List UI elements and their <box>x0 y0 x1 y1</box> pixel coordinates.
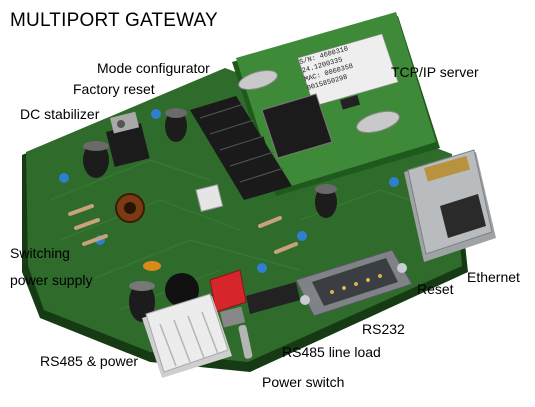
label-ethernet: Ethernet <box>467 269 520 285</box>
label-power-switch: Power switch <box>262 374 345 390</box>
page-title: MULTIPORT GATEWAY <box>10 10 218 31</box>
label-power-supply: power supply <box>10 272 93 288</box>
label-factory-reset: Factory reset <box>73 81 155 97</box>
label-rs485-line-load: RS485 line load <box>282 344 381 360</box>
label-rs485-power: RS485 & power <box>40 353 139 369</box>
dc-stabilizer-part <box>106 111 150 167</box>
label-reset: Reset <box>417 281 454 297</box>
capacitors <box>83 108 337 322</box>
label-mode-configurator: Mode configurator <box>97 60 210 76</box>
label-tcpip-server: TCP/IP server <box>391 64 479 80</box>
trimmer <box>195 184 224 212</box>
module-sticker <box>297 33 399 107</box>
power-switch-part <box>209 269 253 359</box>
power-inductor <box>165 273 199 307</box>
rs485-power-terminal <box>142 293 232 378</box>
ethernet-jack <box>404 149 496 262</box>
tcpip-module <box>232 12 440 196</box>
resistors <box>68 204 298 254</box>
rs232-connector <box>295 249 413 317</box>
label-switching: Switching <box>10 245 70 261</box>
label-dc-stabilizer: DC stabilizer <box>20 106 100 122</box>
rs485-line-load-switch <box>246 282 300 314</box>
label-rs232: RS232 <box>362 321 405 337</box>
module-qfp-chip <box>261 93 333 159</box>
